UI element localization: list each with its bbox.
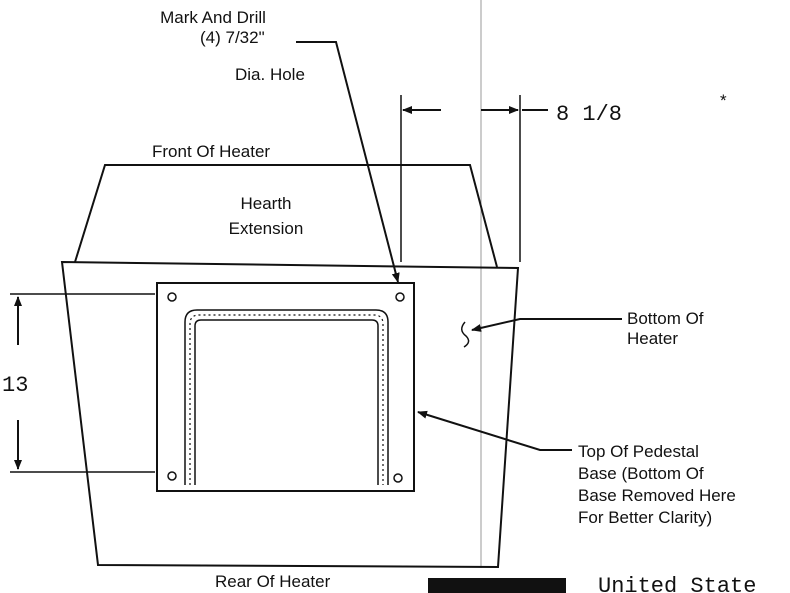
heater-body-outline: [60, 260, 520, 569]
bottom-of-heater-leader: [471, 318, 622, 332]
pedestal-label-line2: Base (Bottom Of: [578, 464, 704, 483]
pedestal-wall-outer: [184, 309, 389, 485]
mounting-hole-bottom-left: [167, 471, 177, 481]
bottom-of-heater-squiggle: [461, 321, 470, 348]
drill-label-line2: (4) 7/32": [200, 28, 265, 47]
bottom-of-heater-label-line1: Bottom Of: [627, 309, 704, 328]
footer-black-bar: [428, 578, 566, 593]
speck-mark: *: [720, 91, 727, 110]
mounting-hole-top-left: [167, 292, 177, 302]
width-dimension-value: 8 1/8: [556, 102, 622, 127]
drill-label-line3: Dia. Hole: [235, 65, 305, 84]
height-dimension-value: 13: [2, 373, 28, 398]
top-of-pedestal-leader: [417, 410, 572, 451]
drill-leader-arrow: [296, 41, 400, 283]
hearth-label-line2: Extension: [229, 219, 304, 238]
hearth-label-line1: Hearth: [240, 194, 291, 213]
pedestal-top-plate: [156, 282, 415, 492]
rear-of-heater-label: Rear Of Heater: [215, 572, 331, 591]
front-of-heater-label: Front Of Heater: [152, 142, 270, 161]
pedestal-label-line1: Top Of Pedestal: [578, 442, 699, 461]
pedestal-label-line4: For Better Clarity): [578, 508, 712, 527]
pedestal-wall-inner: [194, 319, 379, 485]
pedestal-wall-hatching: [189, 314, 384, 485]
footer-text: United State: [598, 574, 756, 593]
mounting-hole-top-right: [395, 292, 405, 302]
pedestal-label-line3: Base Removed Here: [578, 486, 736, 505]
hearth-extension-outline: [74, 164, 498, 268]
drill-label-line1: Mark And Drill: [160, 8, 266, 27]
bottom-of-heater-label-line2: Heater: [627, 329, 678, 348]
mounting-hole-bottom-right: [393, 473, 403, 483]
